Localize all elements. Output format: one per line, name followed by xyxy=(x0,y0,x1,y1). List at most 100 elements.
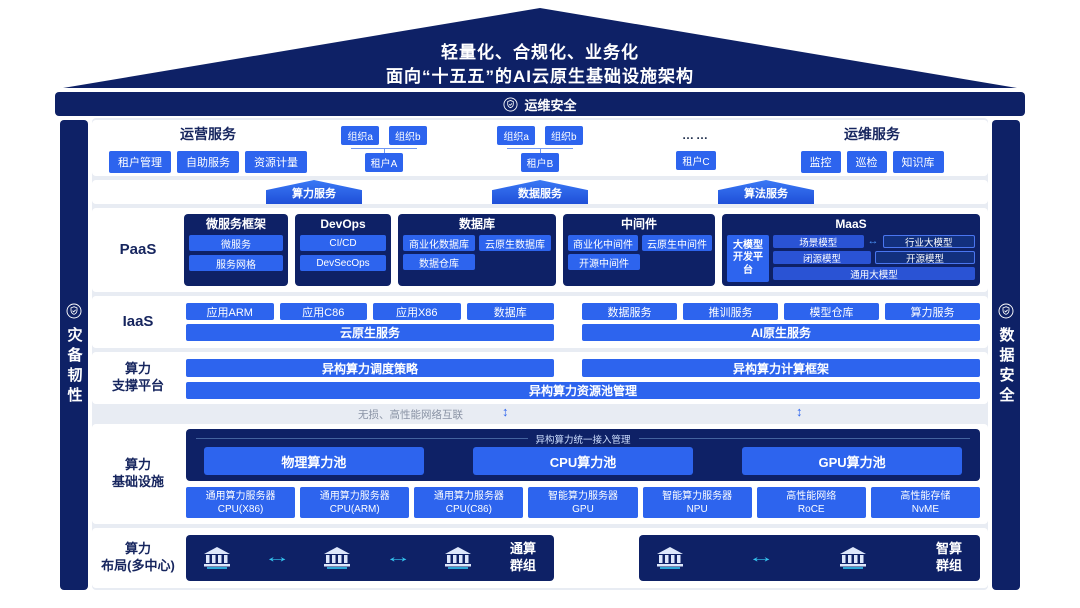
group-item: 商业化中间件 xyxy=(568,235,638,251)
group-item: 云原生数据库 xyxy=(479,235,551,251)
group-item: 数据仓库 xyxy=(403,254,475,270)
physical-pool-box: 物理算力池 xyxy=(204,447,424,475)
iaas-item: 数据服务 xyxy=(582,303,677,320)
ai-compute-group-label: 智算 群组 xyxy=(935,541,962,573)
iaas-item: 数据库 xyxy=(466,303,554,320)
tenant-tree-b: 组织a 组织b 租户B xyxy=(477,126,603,172)
services-row: 运营服务 租户管理 自助服务 资源计量 组织a 组织b 租户A 组织a 组织b xyxy=(92,120,988,176)
double-arrow-icon: ↔ xyxy=(263,549,291,566)
datacenter-bank-icon xyxy=(444,547,471,569)
arrow-banner-data-service: 数据服务 xyxy=(492,180,588,204)
gpu-pool-box: GPU算力池 xyxy=(742,447,962,475)
double-arrow-icon: ↔ xyxy=(747,549,775,566)
org-box: 组织b xyxy=(545,126,583,145)
pillar-data-security: 数据安全 xyxy=(992,120,1020,590)
compute-layout-label: 算力 布局(多中心) xyxy=(101,541,175,573)
org-row: 组织a 组织b xyxy=(497,126,583,145)
cloud-native-service-bar: 云原生服务 xyxy=(186,324,554,341)
infrastructure-label: 算力 基础设施 xyxy=(111,457,164,489)
access-mgmt-row: 异构算力统一接入管理 xyxy=(196,432,971,446)
group-item: 服务网格 xyxy=(189,255,283,271)
operations-title: 运营服务 xyxy=(180,125,236,142)
maas-dev-platform-tab: 大模型开发平台 xyxy=(727,235,769,282)
double-arrow-icon: ↔ xyxy=(383,549,412,566)
operations-item: 资源计量 xyxy=(245,150,307,173)
arrow-banner-compute-service: 算力服务 xyxy=(266,180,362,204)
group-item: DevSecOps xyxy=(300,255,386,271)
maintenance-box: 运维服务 监控 巡检 知识库 xyxy=(766,124,978,173)
org-row: 组织a 组织b xyxy=(341,126,427,145)
datacenter-bank-icon xyxy=(657,547,683,569)
model-item: 场景模型 xyxy=(773,235,864,249)
paas-group-devops: DevOps CI/CD DevSecOps xyxy=(295,214,391,286)
pillar-left-label: 灾备韧性 xyxy=(65,327,83,407)
operations-item: 租户管理 xyxy=(109,150,171,173)
roof-title-line2: 面向“十五五”的AI云原生基础设施架构 xyxy=(386,67,694,86)
group-item: 商业化数据库 xyxy=(403,235,475,251)
infrastructure-row: 算力 基础设施 异构算力统一接入管理 物理算力池 CPU算力池 GPU算力池 通… xyxy=(92,424,988,524)
maintenance-title: 运维服务 xyxy=(844,125,900,142)
shield-check-icon xyxy=(503,97,518,112)
capability-arrows-band: 算力服务 数据服务 算法服务 xyxy=(92,180,988,204)
paas-row: PaaS 微服务框架 微服务 服务网格 DevOps CI/CD DevSecO… xyxy=(92,208,988,292)
arrow-banner-algorithm-service: 算法服务 xyxy=(718,180,814,204)
compute-layout-row: 算力 布局(多中心) ↔ ↔ 通算 群组 ↔ xyxy=(92,528,988,588)
interconnect-note: 无损、高性能网络互联 xyxy=(358,409,463,421)
tree-connector xyxy=(477,145,603,153)
pool-container: 异构算力统一接入管理 物理算力池 CPU算力池 GPU算力池 xyxy=(186,429,980,481)
paas-group-middleware: 中间件 商业化中间件 云原生中间件 开源中间件 xyxy=(563,214,715,286)
paas-group-microservice: 微服务框架 微服务 服务网格 xyxy=(184,214,288,286)
model-item: 通用大模型 xyxy=(773,267,975,281)
datacenter-bank-icon xyxy=(839,547,866,569)
paas-groups: 微服务框架 微服务 服务网格 DevOps CI/CD DevSecOps 数据… xyxy=(184,214,980,286)
tenant-area: 组织a 组织b 租户A 组织a 组织b 租户B …… 租户C xyxy=(314,124,766,172)
iaas-item: 算力服务 xyxy=(885,303,980,320)
shield-check-icon xyxy=(998,303,1014,319)
scheduling-strategy-bar: 异构算力调度策略 xyxy=(186,359,554,377)
vertical-arrows-icon: ↕ xyxy=(796,404,803,419)
tenant-box: 租户B xyxy=(520,153,560,172)
cpu-pool-box: CPU算力池 xyxy=(473,447,693,475)
datacenter-bank-icon xyxy=(204,547,230,569)
tenant-box: 租户C xyxy=(676,151,716,170)
model-item: 行业大模型 xyxy=(882,235,975,249)
group-title: 中间件 xyxy=(620,217,657,231)
operations-items: 租户管理 自助服务 资源计量 xyxy=(109,150,307,173)
general-compute-group-box: ↔ ↔ 通算 群组 xyxy=(186,535,554,581)
group-title: MaaS xyxy=(835,217,867,231)
tenant-tree-c: …… 租户C xyxy=(633,126,759,172)
datacenter-bank-icon xyxy=(324,547,351,569)
iaas-item: 推训服务 xyxy=(683,303,778,320)
double-arrow-icon: ↔ xyxy=(867,235,879,247)
group-title: DevOps xyxy=(320,217,366,231)
support-platform-row: 算力 支撑平台 异构算力调度策略 异构算力计算框架 异构算力资源池管理 xyxy=(92,352,988,404)
access-mgmt-label: 异构算力统一接入管理 xyxy=(535,434,631,446)
iaas-row: IaaS 应用ARM 应用C86 应用X86 数据库 云原生服务 数据服务 推训… xyxy=(92,296,988,348)
maintenance-item: 巡检 xyxy=(846,150,887,173)
iaas-item: 应用X86 xyxy=(373,303,461,320)
operations-box: 运营服务 租户管理 自助服务 资源计量 xyxy=(102,124,314,173)
paas-group-database: 数据库 商业化数据库 云原生数据库 数据仓库 xyxy=(398,214,556,286)
iaas-item: 应用ARM xyxy=(186,303,274,320)
org-box: 组织b xyxy=(389,126,427,145)
group-item: 微服务 xyxy=(189,235,283,251)
tenant-tree-a: 组织a 组织b 租户A xyxy=(321,126,447,172)
ops-security-label: 运维安全 xyxy=(524,97,577,113)
tree-connector xyxy=(321,145,447,153)
group-item: CI/CD xyxy=(300,235,386,251)
org-box: 组织a xyxy=(341,126,379,145)
iaas-item: 应用C86 xyxy=(279,303,367,320)
ai-compute-group-box: ↔ 智算 群组 xyxy=(639,535,980,581)
maintenance-items: 监控 巡检 知识库 xyxy=(800,150,944,173)
roof-banner: 轻量化、合规化、业务化 面向“十五五”的AI云原生基础设施架构 xyxy=(63,8,1017,88)
iaas-ai-native-cluster: 数据服务 推训服务 模型仓库 算力服务 AI原生服务 xyxy=(582,303,980,341)
iaas-label: IaaS xyxy=(122,313,154,331)
support-platform-label: 算力 支撑平台 xyxy=(111,361,164,393)
